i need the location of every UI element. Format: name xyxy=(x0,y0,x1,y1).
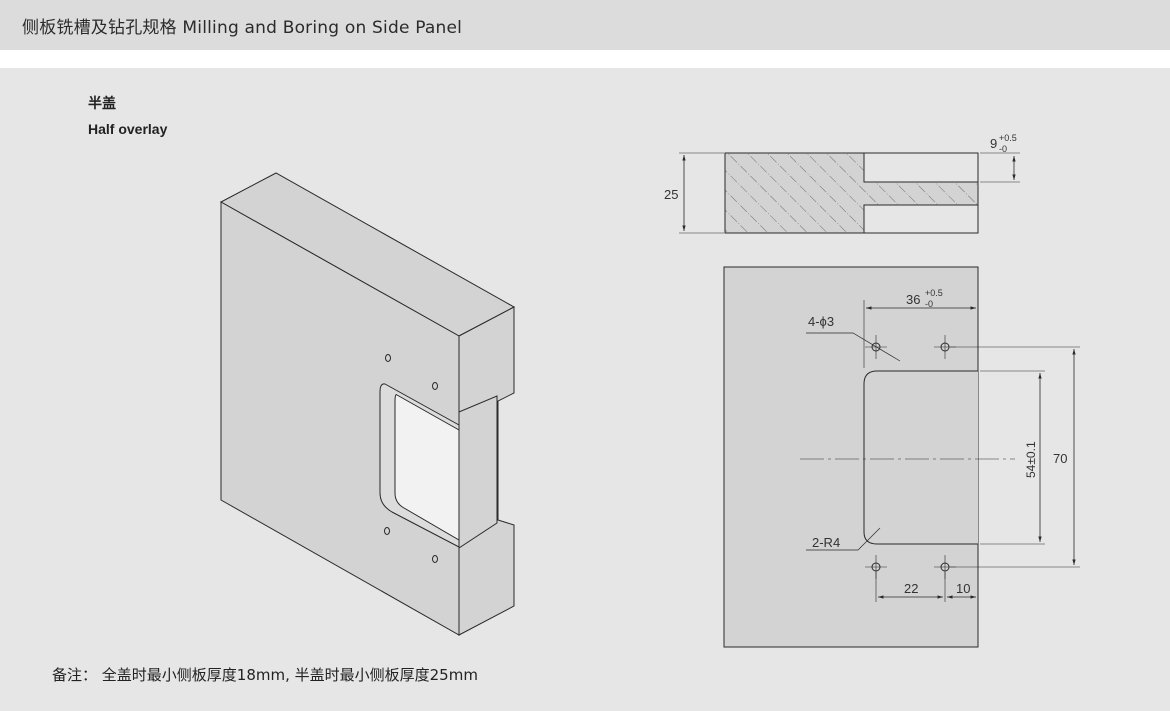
overlay-type-en: Half overlay xyxy=(88,121,168,137)
dim-edge-offset: 10 xyxy=(956,581,970,596)
section-outline-bottom xyxy=(864,205,979,234)
iso-groove-inner xyxy=(394,394,460,541)
iso-hole-4 xyxy=(432,555,438,563)
dim-groove-depth: 9 xyxy=(990,136,997,151)
page-title: 侧板铣槽及钻孔规格 Milling and Boring on Side Pan… xyxy=(22,18,463,38)
section-view xyxy=(679,152,1020,234)
isometric-panel xyxy=(219,172,516,636)
dim-groove-width-tol-plus: +0.5 xyxy=(925,288,943,298)
header-bar: 侧板铣槽及钻孔规格 Milling and Boring on Side Pan… xyxy=(0,0,1170,50)
iso-hole-2 xyxy=(432,382,438,390)
dim-groove-width-tol-minus: -0 xyxy=(925,299,933,309)
front-groove xyxy=(863,370,978,545)
overlay-type-zh: 半盖 xyxy=(88,96,116,112)
dim-thickness: 25 xyxy=(664,187,678,202)
section-hatched-body xyxy=(724,152,979,234)
dim-hole-pitch: 22 xyxy=(904,581,918,596)
footnote: 备注： 全盖时最小侧板厚度18mm, 半盖时最小侧板厚度25mm xyxy=(52,666,478,684)
dim-groove-height: 54±0.1 xyxy=(1024,441,1038,478)
dim-groove-width: 36 xyxy=(906,292,920,307)
front-view xyxy=(723,266,1080,648)
section-outline-top xyxy=(864,152,979,182)
dim-groove-depth-tol-plus: +0.5 xyxy=(999,133,1017,143)
dim-groove-depth-tol-minus: -0 xyxy=(999,144,1007,154)
iso-hole-1 xyxy=(385,354,391,362)
dim-hole-spacing: 70 xyxy=(1053,451,1067,466)
iso-hole-3 xyxy=(384,527,390,535)
label-hole-spec: 4-ϕ3 xyxy=(808,314,834,329)
label-radius-spec: 2-R4 xyxy=(812,535,840,550)
